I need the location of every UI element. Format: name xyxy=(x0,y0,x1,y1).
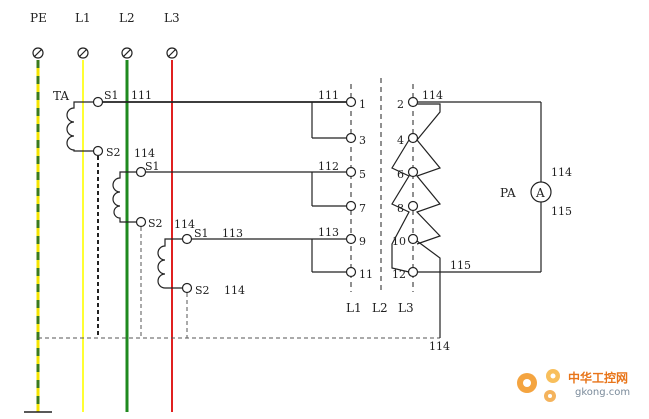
ct1-s1-label: S1 xyxy=(104,89,119,102)
label-l3: L3 xyxy=(164,11,180,25)
ct1-s1-terminal xyxy=(92,96,104,108)
label-l2: L2 xyxy=(119,11,135,25)
ct2-s2-label: S2 xyxy=(148,217,163,230)
terminal-11-label: 11 xyxy=(359,268,373,281)
terminal-5 xyxy=(345,166,357,178)
label-pe: PE xyxy=(30,11,47,25)
zigzag-jumper-b xyxy=(391,139,410,273)
ct3-s2-terminal xyxy=(181,282,193,294)
wire-10-to-return xyxy=(416,240,441,338)
label-wire-114-top: 114 xyxy=(422,89,443,102)
terminal-2 xyxy=(407,96,419,108)
bus-terminal-l3 xyxy=(166,47,178,59)
watermark: 中华工控网 gkong.com xyxy=(517,369,630,402)
label-wire-115-meter: 115 xyxy=(551,205,572,218)
label-ta: TA xyxy=(53,89,69,103)
label-wire-114-bottom: 114 xyxy=(429,340,450,353)
bus-terminal-l1 xyxy=(77,47,89,59)
terminal-9 xyxy=(345,233,357,245)
terminal-6 xyxy=(407,166,419,178)
terminal-6-label: 6 xyxy=(397,168,404,181)
label-wire-114-ct1: 114 xyxy=(134,147,155,160)
switch-label-l1: L1 xyxy=(346,301,362,315)
ct3-s1-terminal xyxy=(181,233,193,245)
ammeter-label: PA xyxy=(500,186,516,200)
switch-label-l3: L3 xyxy=(398,301,414,315)
label-wire-114-ct2: 114 xyxy=(174,218,195,231)
terminal-10 xyxy=(407,233,419,245)
terminal-8 xyxy=(407,200,419,212)
ct2-coil xyxy=(112,171,141,223)
ammeter-symbol: A xyxy=(535,186,545,200)
bus-terminal-pe xyxy=(32,47,44,59)
ct2-s1-label: S1 xyxy=(145,160,160,173)
terminal-1-label: 1 xyxy=(359,98,366,111)
watermark-url: gkong.com xyxy=(575,387,630,398)
label-wire-114-meter: 114 xyxy=(551,166,572,179)
gear-logo-icon xyxy=(517,369,560,402)
ct2-s2-terminal xyxy=(135,216,147,228)
terminal-12 xyxy=(407,266,419,278)
ct3-s1-label: S1 xyxy=(194,227,209,240)
terminal-9-label: 9 xyxy=(359,235,366,248)
terminal-4-label: 4 xyxy=(397,134,404,147)
label-wire-113-right: 113 xyxy=(318,226,339,239)
ct1-s2-label: S2 xyxy=(106,146,121,159)
label-wire-114-ct3: 114 xyxy=(224,284,245,297)
ammeter-icon xyxy=(530,181,552,203)
terminal-12-label: 12 xyxy=(392,268,406,281)
terminal-2-label: 2 xyxy=(397,98,404,111)
watermark-cn: 中华工控网 xyxy=(568,370,628,385)
label-wire-111-right: 111 xyxy=(318,89,339,102)
terminal-11 xyxy=(345,266,357,278)
terminal-5-label: 5 xyxy=(359,168,366,181)
label-wire-115: 115 xyxy=(450,259,471,272)
ct1-s2-terminal xyxy=(92,145,104,157)
ct1-coil xyxy=(66,101,98,152)
bus-terminal-l2 xyxy=(121,47,133,59)
zigzag-jumper-a xyxy=(415,103,442,245)
terminal-3 xyxy=(345,132,357,144)
terminal-7 xyxy=(345,200,357,212)
terminal-10-label: 10 xyxy=(392,235,406,248)
terminal-1 xyxy=(345,96,357,108)
ct3-coil xyxy=(157,238,187,289)
switch-label-l2: L2 xyxy=(372,301,388,315)
label-l1: L1 xyxy=(75,11,91,25)
label-wire-113-left: 113 xyxy=(222,227,243,240)
ct3-s2-label: S2 xyxy=(195,284,210,297)
label-wire-111-left: 111 xyxy=(131,89,152,102)
terminal-3-label: 3 xyxy=(359,134,366,147)
terminal-7-label: 7 xyxy=(359,202,366,215)
terminal-4 xyxy=(407,132,419,144)
label-wire-112-right: 112 xyxy=(318,160,339,173)
